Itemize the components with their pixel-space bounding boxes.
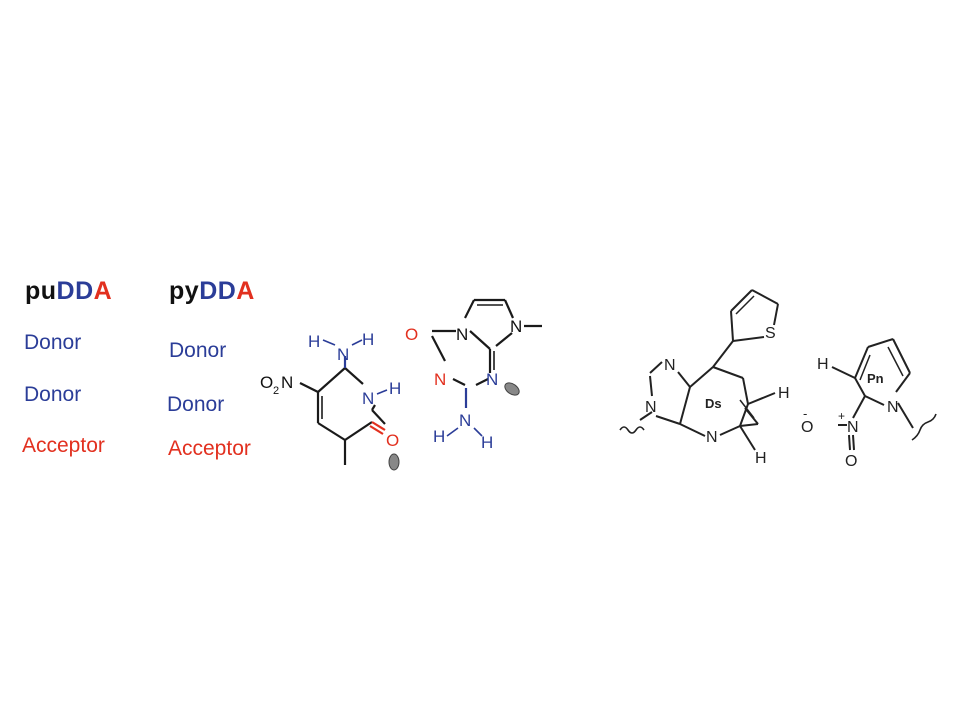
pyridinone-carbonyl-o: O (386, 431, 399, 450)
pn-ring-n: N (887, 399, 899, 416)
column-pudda: puDDA (25, 277, 112, 306)
lone-pair-marker (504, 382, 520, 396)
ds-n-top: N (664, 357, 676, 374)
ds-n-bottom: N (706, 429, 718, 446)
lone-pair-marker (388, 453, 400, 471)
imidazotriazine-carbonyl-o: O (405, 325, 418, 344)
ds-thiophene-s: S (765, 325, 776, 342)
pn-structure (831, 338, 937, 451)
imidazotriazine-structure (431, 298, 542, 408)
imidazotriazine-ring-n-right: N (486, 370, 498, 389)
pydda-row-2: Donor (167, 393, 225, 416)
imidazotriazine-ring-n-left: N (434, 370, 446, 389)
pyridinone-nh2-h-right: H (362, 330, 374, 349)
pn-nitro-o: O (845, 453, 857, 470)
ds-structure (619, 289, 779, 451)
pn-nitro-plus-sign: + (838, 409, 845, 423)
heading-donor-letters: DD (199, 277, 237, 305)
imidazotriazine-nh2-n: N (459, 411, 471, 430)
ds-h-bottom: H (755, 450, 767, 467)
column-heading-pudda: puDDA (25, 277, 112, 306)
pyridinone-structure (299, 356, 388, 465)
pyridinone-nh2-n: N (337, 345, 349, 364)
pn-h-left: H (817, 356, 829, 373)
column-heading-pydda: pyDDA (169, 277, 255, 306)
ds-n-left: N (645, 399, 657, 416)
heading-donor-letters: DD (56, 277, 94, 305)
pudda-row-2: Donor (24, 383, 82, 406)
pydda-row-3: Acceptor (168, 437, 251, 460)
pn-label: Pn (867, 371, 884, 386)
heading-acceptor-letter: A (93, 277, 113, 305)
pyridinone-nitro-subscript: 2 (273, 385, 279, 397)
pudda-row-3: Acceptor (22, 434, 105, 457)
heading-prefix: py (169, 277, 200, 305)
imidazotriazine-nh2-h-right: H (481, 433, 493, 452)
pyridinone-nh2-h-left: H (308, 332, 320, 351)
pyridinone-nitro-o: O (260, 373, 273, 392)
pyridinone-nitro-n: N (281, 373, 293, 392)
pn-nitro-n: N (847, 419, 859, 436)
pudda-row-1: Donor (24, 331, 82, 354)
imidazotriazine-ring-n-top: N (456, 325, 468, 344)
ds-h-right: H (778, 385, 790, 402)
pn-nitro-minus-sign: - (803, 406, 807, 421)
pyridinone-ring-n: N (362, 389, 374, 408)
pn-nitro-o-minus: O (801, 419, 813, 436)
imidazotriazine-nh2-h-left: H (433, 427, 445, 446)
pydda-row-1: Donor (169, 339, 227, 362)
heading-prefix: pu (25, 277, 57, 305)
column-pydda: pyDDA (169, 277, 255, 306)
pyridinone-ring-h: H (389, 379, 401, 398)
ds-label: Ds (705, 396, 722, 411)
heading-acceptor-letter: A (236, 277, 255, 305)
imidazotriazine-imidazole-n: N (510, 317, 522, 336)
